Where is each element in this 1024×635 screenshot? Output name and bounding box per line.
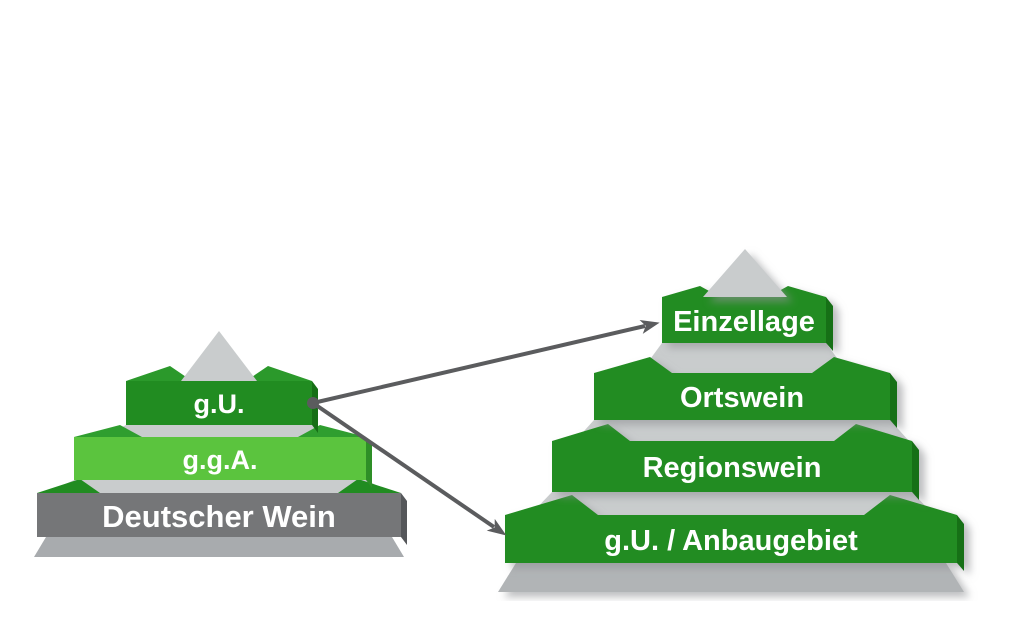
tier-ortswein-band xyxy=(594,357,897,428)
tier-left-wing xyxy=(505,495,598,515)
tier-left-wing xyxy=(552,424,630,441)
left-pyramid: g.U. g.g.A. Deutscher Wein xyxy=(34,331,407,557)
tier-front-face xyxy=(74,437,366,480)
tier-front-face xyxy=(662,297,826,343)
connector-arrow-gu-to-anbaugebiet xyxy=(311,401,507,536)
tier-front-face xyxy=(594,373,890,420)
tier-label: g.U. xyxy=(194,389,245,419)
right-pyramid: Einzellage Ortswein Regionswein g.U. / A… xyxy=(498,249,964,592)
tier-anbaugebiet-band xyxy=(505,495,964,571)
tier-left-wing xyxy=(126,366,192,381)
tier-side-face xyxy=(366,437,372,488)
tier-side-face xyxy=(957,515,964,571)
tier-side-face xyxy=(826,297,833,351)
tier-right-wing xyxy=(834,424,912,441)
tier-right-wing xyxy=(338,479,401,493)
tier-left-wing xyxy=(37,479,100,493)
tier-gu-band xyxy=(126,366,318,433)
tier-right-wing xyxy=(246,366,312,381)
left-pyramid-base xyxy=(34,537,404,557)
tier-label: g.g.A. xyxy=(183,445,258,475)
pyramid-body-segment xyxy=(103,425,335,437)
tier-left-wing xyxy=(594,357,672,373)
right-pyramid-base xyxy=(498,563,964,592)
connectors xyxy=(307,319,660,536)
connector-arrow-gu-to-einzellage xyxy=(312,319,660,405)
pyramid-body-segment xyxy=(530,492,934,515)
tier-front-face xyxy=(505,515,957,563)
pyramid-body-segment xyxy=(640,343,848,373)
tier-label: Einzellage xyxy=(673,306,815,338)
pyramid-body-segment xyxy=(575,420,909,441)
tier-front-face xyxy=(126,381,312,425)
tier-side-face xyxy=(890,373,897,428)
tier-label: Regionswein xyxy=(643,452,822,484)
tier-regionswein-band xyxy=(552,424,919,500)
connector-origin-dot xyxy=(307,397,319,409)
tier-right-wing xyxy=(864,495,957,515)
tier-side-face xyxy=(912,441,919,500)
tier-front-face xyxy=(37,493,401,537)
tier-right-wing xyxy=(812,357,890,373)
tier-label: Deutscher Wein xyxy=(102,499,336,534)
pyramid-body-segment xyxy=(46,480,392,493)
tier-deutscher-wein-band xyxy=(37,479,407,545)
tier-label: Ortswein xyxy=(680,382,804,414)
tier-left-wing xyxy=(74,425,142,437)
left-pyramid-peak xyxy=(181,331,257,381)
tier-label: g.U. / Anbaugebiet xyxy=(604,525,858,557)
tier-front-face xyxy=(552,441,912,492)
tier-side-face xyxy=(401,493,407,545)
tier-gga-band xyxy=(74,425,372,488)
right-pyramid-peak xyxy=(703,249,787,297)
